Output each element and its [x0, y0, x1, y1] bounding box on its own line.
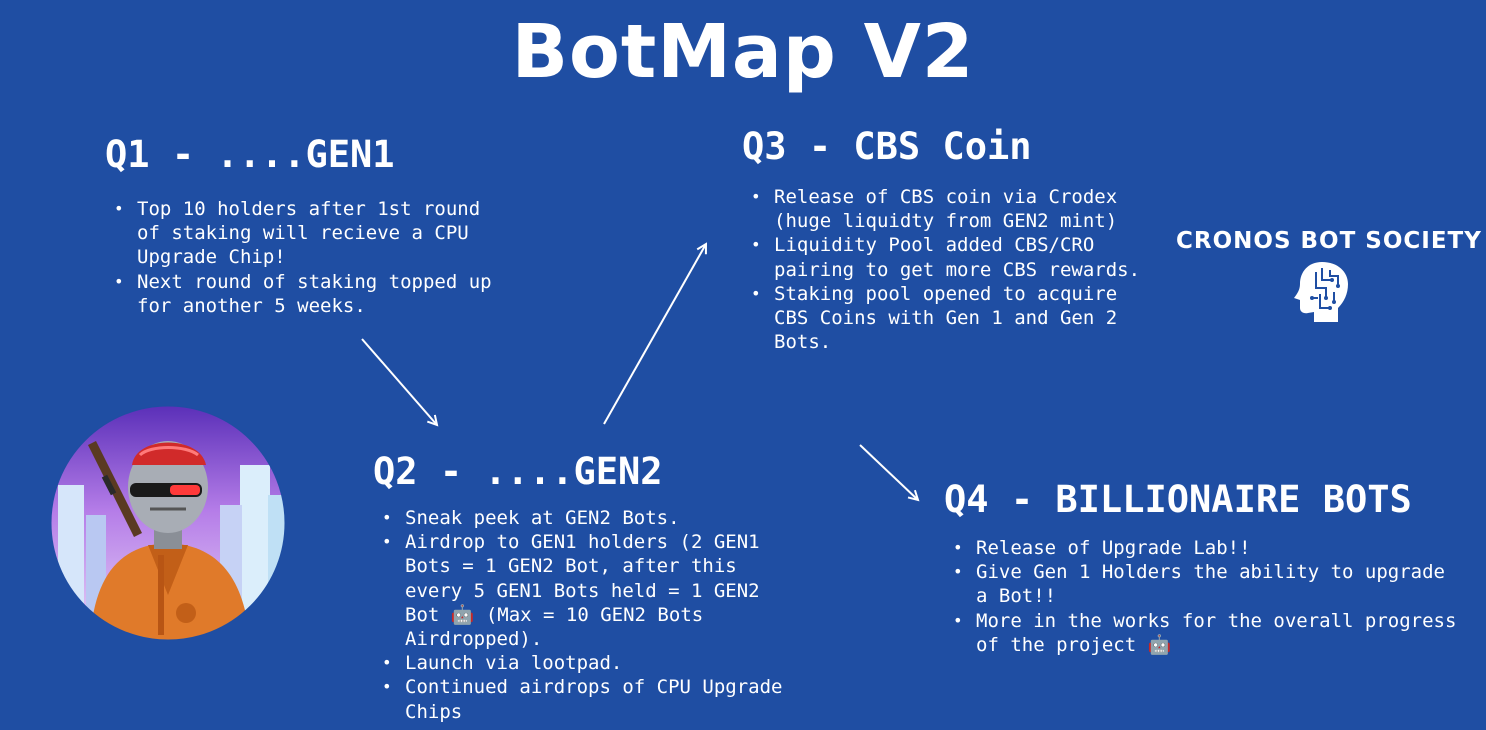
list-item: Liquidity Pool added CBS/CRO pairing to …: [742, 233, 1162, 281]
q4-heading: Q4 - BILLIONAIRE BOTS: [944, 478, 1412, 521]
brand-name: CRONOS BOT SOCIETY: [1176, 228, 1482, 254]
q1-heading: Q1 - ....GEN1: [105, 133, 395, 176]
list-item: Staking pool opened to acquire CBS Coins…: [742, 282, 1162, 355]
list-item: Airdrop to GEN1 holders (2 GEN1 Bots = 1…: [373, 530, 793, 651]
list-item: More in the works for the overall progre…: [944, 609, 1464, 657]
list-item: Launch via lootpad.: [373, 651, 793, 675]
list-item: Top 10 holders after 1st round of stakin…: [105, 197, 505, 270]
roadmap-q1: Q1 - ....GEN1 Top 10 holders after 1st r…: [105, 133, 505, 318]
list-item: Next round of staking topped up for anot…: [105, 270, 505, 318]
list-item: Release of CBS coin via Crodex (huge liq…: [742, 185, 1162, 233]
roadmap-q3: Q3 - CBS Coin Release of CBS coin via Cr…: [742, 125, 1162, 354]
list-item: Give Gen 1 Holders the ability to upgrad…: [944, 560, 1464, 608]
q3-heading: Q3 - CBS Coin: [742, 125, 1032, 168]
bot-avatar: [50, 405, 286, 641]
q2-heading: Q2 - ....GEN2: [373, 450, 663, 493]
brand-logo: CRONOS BOT SOCIETY: [1176, 228, 1482, 328]
head-circuit-icon: [1294, 262, 1348, 322]
roadmap-q4: Q4 - BILLIONAIRE BOTS Release of Upgrade…: [944, 478, 1464, 657]
q4-list: Release of Upgrade Lab!! Give Gen 1 Hold…: [944, 536, 1464, 657]
arrow-q1-to-q2: [361, 338, 437, 425]
list-item: Release of Upgrade Lab!!: [944, 536, 1464, 560]
arrow-q2-to-q3: [603, 244, 706, 425]
q2-list: Sneak peek at GEN2 Bots. Airdrop to GEN1…: [373, 506, 793, 724]
roadmap-q2: Q2 - ....GEN2 Sneak peek at GEN2 Bots. A…: [373, 450, 793, 724]
arrow-q3-to-q4: [859, 444, 918, 500]
page-title: BotMap V2: [511, 9, 975, 95]
q1-list: Top 10 holders after 1st round of stakin…: [105, 197, 505, 318]
q3-list: Release of CBS coin via Crodex (huge liq…: [742, 185, 1162, 354]
list-item: Continued airdrops of CPU Upgrade Chips: [373, 675, 793, 723]
list-item: Sneak peek at GEN2 Bots.: [373, 506, 793, 530]
